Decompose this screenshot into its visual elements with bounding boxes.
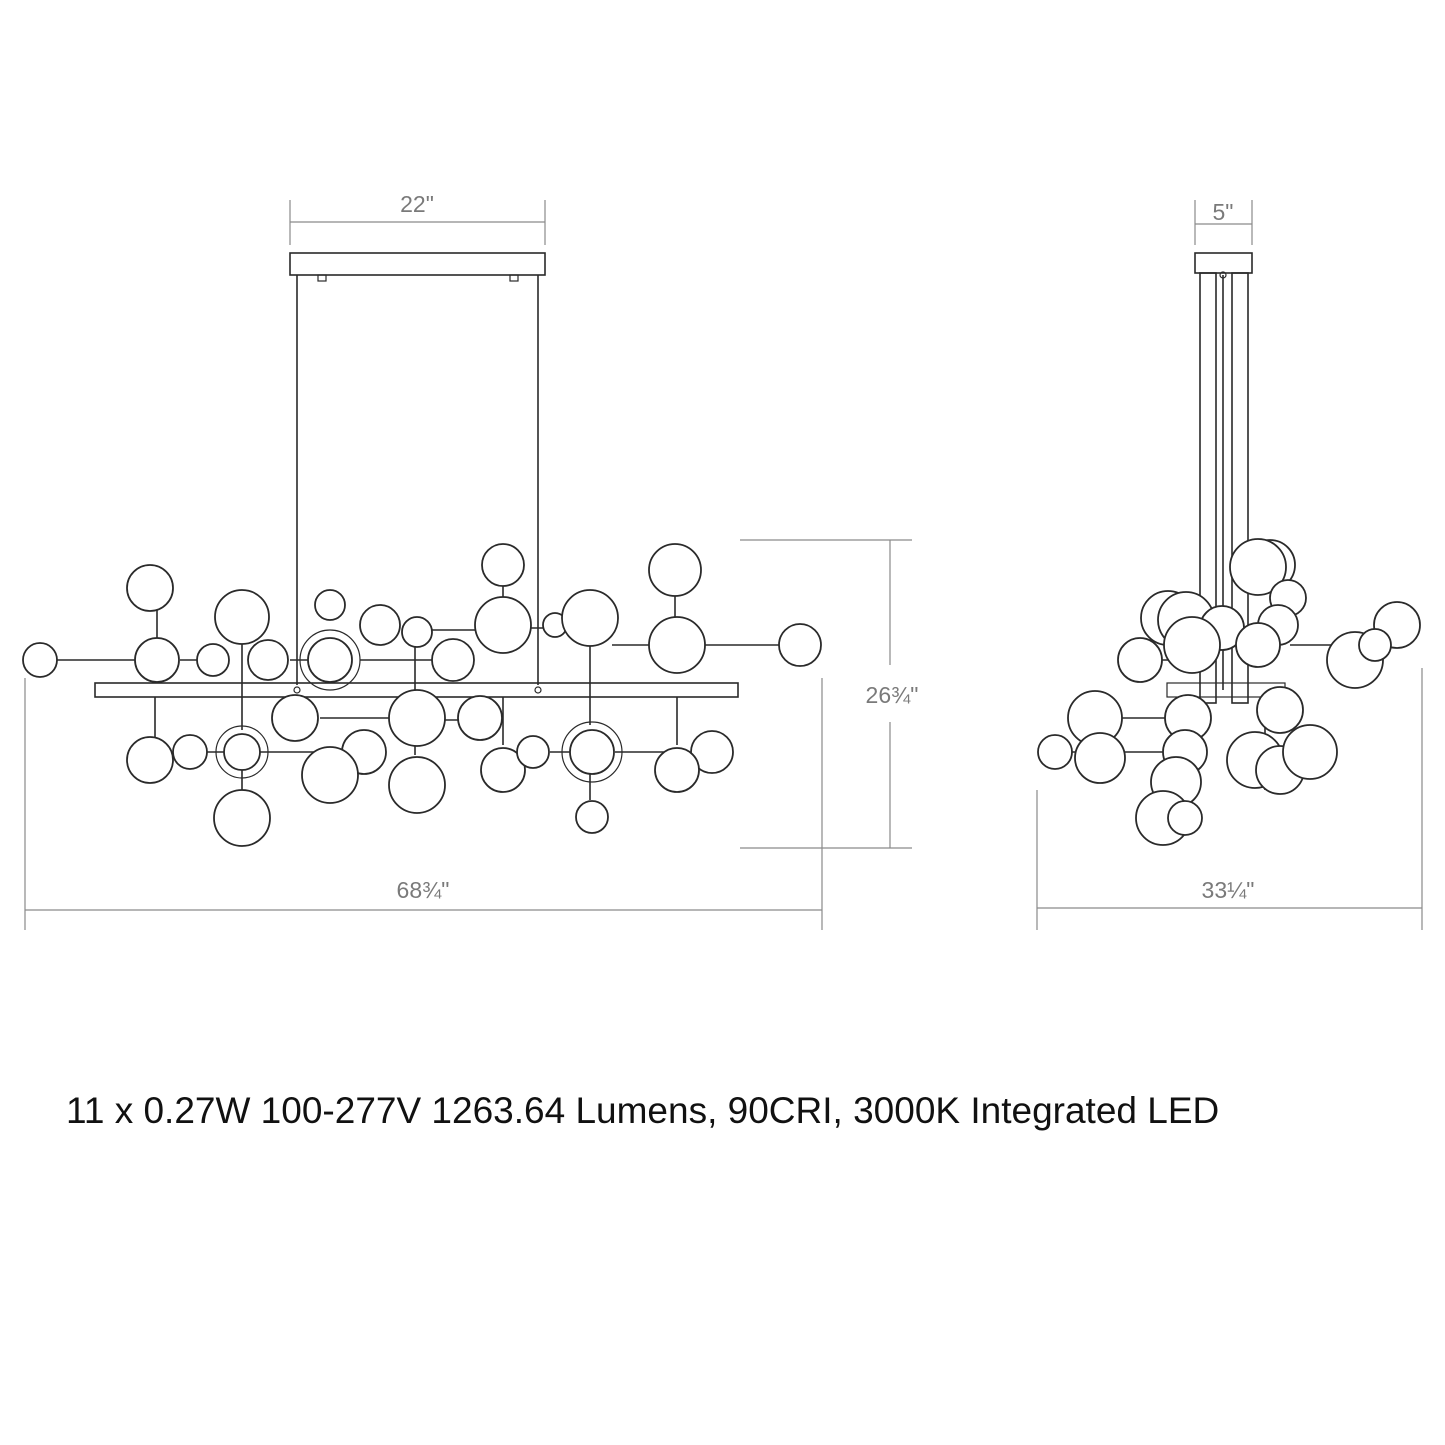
canopy-width-dimension: 22" <box>289 191 546 245</box>
canopy-depth-dimension: 5" <box>1194 199 1253 245</box>
front-width-label: 68¾" <box>397 877 450 903</box>
led-specification: 11 x 0.27W 100-277V 1263.64 Lumens, 90CR… <box>66 1090 1220 1131</box>
front-height-dimension: 26¾" <box>740 539 919 849</box>
side-width-label: 33¼" <box>1202 877 1255 903</box>
front-globes <box>22 543 822 847</box>
side-width-dimension: 33¼" <box>1036 668 1423 930</box>
side-globes <box>1037 538 1421 846</box>
front-hub-rings <box>215 629 623 783</box>
front-width-dimension: 68¾" <box>24 678 823 930</box>
canopy-width-label: 22" <box>400 191 434 217</box>
side-view: 5" <box>1036 199 1423 930</box>
suspension-cables <box>293 275 542 694</box>
side-canopy <box>1194 252 1253 279</box>
canopy-depth-label: 5" <box>1213 199 1234 225</box>
front-canopy <box>289 252 546 282</box>
front-view: 22" <box>22 191 919 930</box>
front-height-label: 26¾" <box>866 682 919 708</box>
